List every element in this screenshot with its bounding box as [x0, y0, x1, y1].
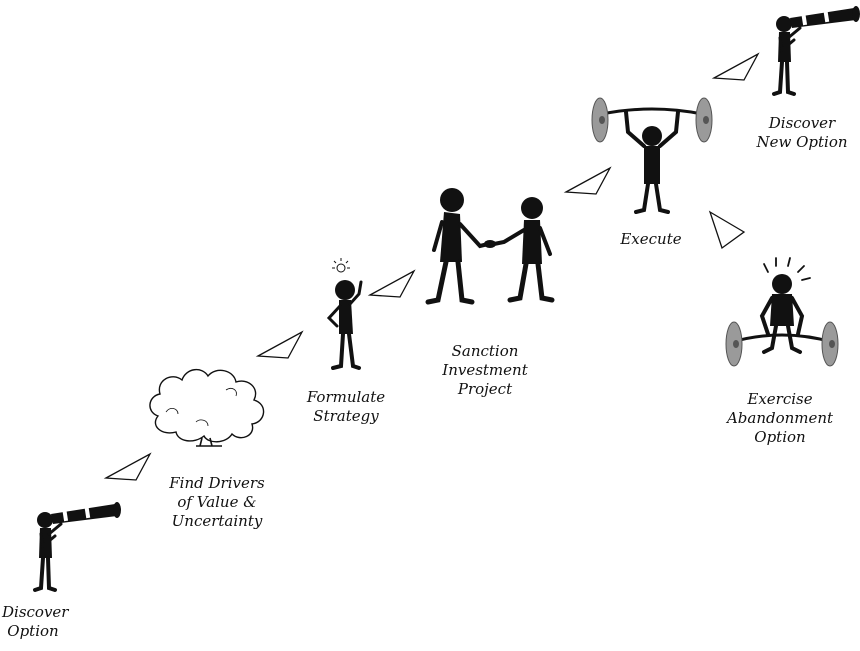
triangle-arrow-icon	[565, 167, 611, 195]
person-with-lightbulb-icon	[326, 258, 363, 370]
label-line: Discover	[2, 603, 69, 621]
weightlifter-icon	[591, 97, 713, 214]
person-with-telescope-icon	[33, 500, 123, 592]
label-line: Abandonment	[726, 409, 834, 427]
label-line: Project	[457, 380, 513, 398]
label-line: Exercise	[747, 390, 813, 408]
label-line: Find Drivers	[169, 474, 265, 492]
thought-cloud-icon	[149, 369, 265, 447]
label-line: Uncertainty	[171, 512, 263, 530]
label-sanction-project: Sanction Investment Project	[430, 342, 540, 399]
handshake-icon	[425, 188, 555, 305]
label-line: Sanction	[451, 342, 519, 360]
label-line: Execute	[620, 230, 682, 248]
label-execute: Execute	[606, 230, 696, 249]
label-line: New Option	[756, 133, 848, 151]
label-discover-new-option: Discover New Option	[750, 114, 854, 152]
person-with-telescope-icon	[772, 4, 860, 96]
label-exercise-abandonment: Exercise Abandonment Option	[720, 390, 840, 447]
label-discover-option: Discover Option	[2, 603, 69, 641]
triangle-arrow-icon	[713, 53, 759, 81]
weightlifter-icon	[725, 257, 839, 367]
label-line: Option	[7, 622, 59, 640]
label-line: of Value &	[177, 493, 257, 511]
triangle-arrow-icon	[105, 453, 151, 481]
label-find-drivers: Find Drivers of Value & Uncertainty	[152, 474, 282, 531]
label-formulate-strategy: Formulate Strategy	[296, 388, 396, 426]
triangle-arrow-icon	[257, 331, 303, 359]
label-line: Option	[754, 428, 806, 446]
label-line: Formulate	[306, 388, 386, 406]
triangle-arrow-icon	[369, 270, 415, 298]
triangle-arrow-icon	[709, 211, 745, 249]
label-line: Strategy	[313, 407, 379, 425]
label-line: Discover	[768, 114, 836, 132]
label-line: Investment	[442, 361, 528, 379]
